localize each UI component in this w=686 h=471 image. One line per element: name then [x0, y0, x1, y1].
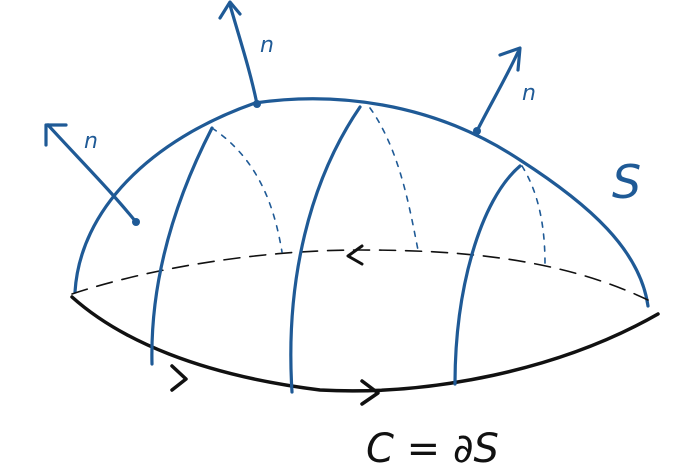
meridian-line-2 — [289, 105, 362, 394]
normal-label-1: n — [260, 33, 274, 58]
hidden-meridian-1 — [211, 127, 283, 253]
boundary-arrow-1 — [170, 364, 188, 392]
normal-vector-2 — [475, 50, 520, 133]
hidden-meridian-3 — [521, 165, 546, 265]
normal-arrowhead-2 — [498, 46, 522, 72]
dashed-arrow-head — [346, 244, 364, 266]
boundary-arrow-2 — [360, 379, 380, 406]
normal-label-2: n — [522, 81, 536, 106]
surface-label: S — [612, 155, 641, 209]
normal-arrowhead-1 — [218, 0, 242, 20]
normal-vector-1 — [228, 3, 259, 106]
hidden-meridian-2 — [369, 107, 419, 251]
normal-arrowhead-3 — [44, 123, 68, 147]
normal-vector-3 — [46, 123, 138, 224]
boundary-label: C = ∂S — [366, 426, 499, 471]
meridian-line-1 — [150, 126, 214, 366]
surface-dome-outline — [73, 97, 650, 308]
meridian-line-3 — [453, 164, 522, 386]
base-ellipse-dashed — [71, 249, 649, 301]
normal-label-3: n — [84, 129, 98, 154]
boundary-curve — [70, 295, 660, 393]
